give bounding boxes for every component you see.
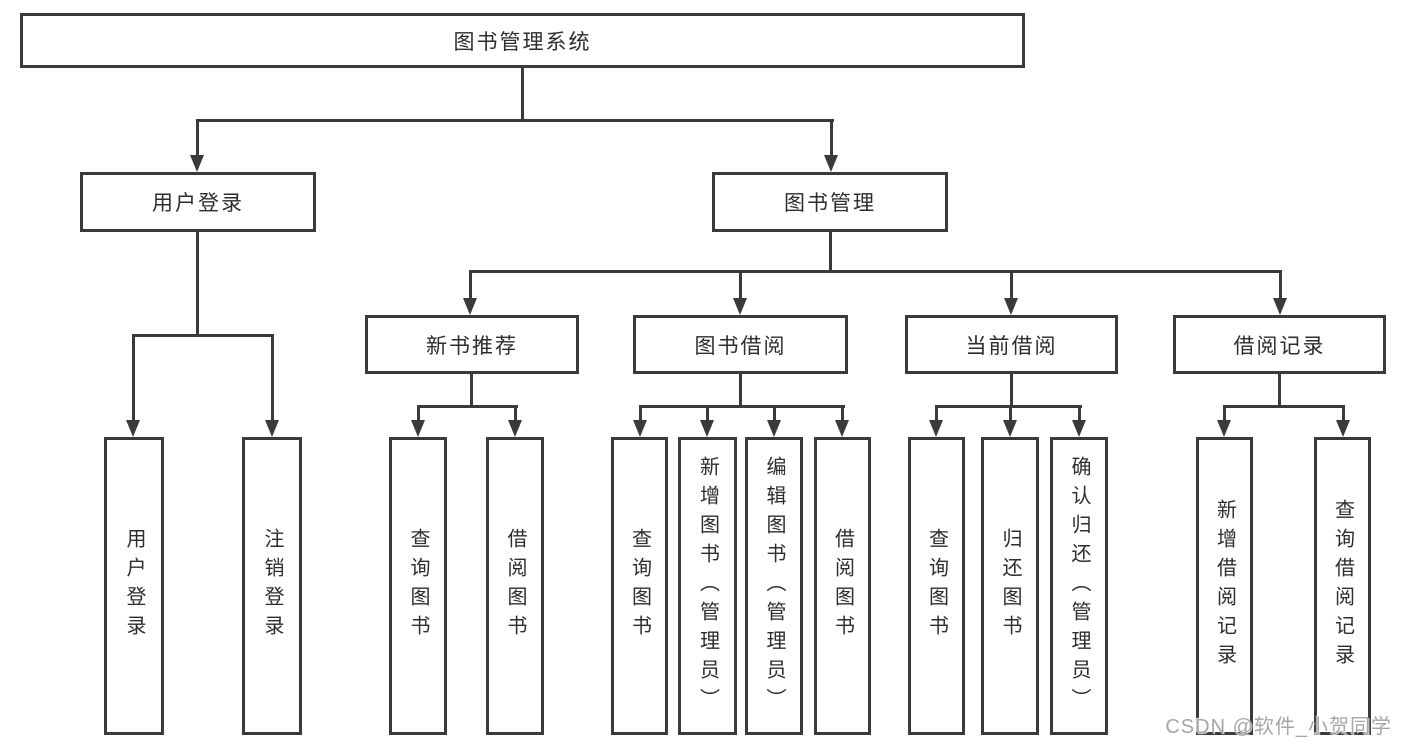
arrow-down-icon [824, 155, 838, 172]
leaf-query-borrow-record: 查询借阅记录 [1314, 437, 1371, 735]
leaf-add-books-admin: 新增图书（管理员） [678, 437, 737, 735]
arrow-down-icon [1336, 420, 1350, 437]
node-book-borrow-label: 图书借阅 [694, 334, 787, 358]
connector-line [1010, 270, 1013, 300]
leaf-query-books-borrow: 查询图书 [611, 437, 668, 735]
connector-line [521, 68, 524, 120]
connector-line [935, 405, 938, 422]
node-book-management-label: 图书管理 [784, 192, 876, 215]
node-user-login-label: 用户登录 [152, 192, 244, 215]
connector-line [773, 405, 776, 422]
connector-line [1342, 405, 1345, 422]
leaf-query-books-current: 查询图书 [908, 437, 965, 735]
connector-line [1223, 405, 1226, 422]
connector-line [841, 405, 844, 422]
connector-line [1279, 270, 1282, 300]
node-book-management: 图书管理 [712, 172, 948, 232]
leaf-borrow-books: 借阅图书 [814, 437, 871, 735]
connector-line [417, 405, 420, 422]
connector-line [1009, 405, 1012, 422]
arrow-down-icon [190, 155, 204, 172]
connector-line [830, 119, 833, 157]
leaf-add-borrow-record: 新增借阅记录 [1196, 437, 1253, 735]
connector-line [1010, 374, 1013, 407]
node-new-book-recommend-label: 新书推荐 [426, 334, 518, 358]
arrow-down-icon [265, 420, 279, 437]
connector-line [132, 334, 135, 422]
connector-line [1223, 405, 1345, 408]
node-root: 图书管理系统 [20, 13, 1025, 68]
arrow-down-icon [411, 420, 425, 437]
connector-line [469, 270, 472, 300]
connector-line [739, 270, 742, 300]
leaf-return-books: 归还图书 [981, 437, 1039, 735]
arrow-down-icon [508, 420, 522, 437]
connector-line [196, 119, 199, 157]
connector-line [196, 232, 199, 336]
arrow-down-icon [1004, 298, 1018, 315]
arrow-down-icon [1273, 298, 1287, 315]
connector-line [514, 405, 517, 422]
arrow-down-icon [1003, 420, 1017, 437]
connector-line [132, 334, 274, 337]
node-current-borrow: 当前借阅 [905, 315, 1118, 374]
node-book-borrow: 图书借阅 [633, 315, 848, 374]
arrow-down-icon [633, 420, 647, 437]
watermark-text: CSDN @软件_小贺同学 [1165, 716, 1392, 738]
node-root-label: 图书管理系统 [453, 30, 592, 54]
node-current-borrow-label: 当前借阅 [965, 334, 1058, 358]
arrow-down-icon [1217, 420, 1231, 437]
connector-line [706, 405, 709, 422]
arrow-down-icon [835, 420, 849, 437]
connector-line [271, 334, 274, 422]
connector-line [1278, 374, 1281, 407]
arrow-down-icon [700, 420, 714, 437]
leaf-logout: 注销登录 [242, 437, 302, 735]
connector-line [829, 232, 832, 273]
connector-line [935, 405, 1082, 408]
connector-line [196, 119, 834, 122]
connector-line [639, 405, 845, 408]
leaf-user-login: 用户登录 [104, 437, 164, 735]
arrow-down-icon [733, 298, 747, 315]
connector-line [1078, 405, 1081, 422]
connector-line [639, 405, 642, 422]
connector-line [470, 374, 473, 407]
arrow-down-icon [767, 420, 781, 437]
node-new-book-recommend: 新书推荐 [365, 315, 579, 374]
node-borrow-records: 借阅记录 [1173, 315, 1386, 374]
leaf-borrow-books-recommend: 借阅图书 [486, 437, 544, 735]
leaf-edit-books-admin: 编辑图书（管理员） [745, 437, 803, 735]
leaf-confirm-return-admin: 确认归还（管理员） [1050, 437, 1108, 735]
connector-line [469, 270, 1282, 273]
arrow-down-icon [1072, 420, 1086, 437]
arrow-down-icon [929, 420, 943, 437]
arrow-down-icon [126, 420, 140, 437]
connector-line [417, 405, 518, 408]
arrow-down-icon [463, 298, 477, 315]
leaf-query-books-recommend: 查询图书 [389, 437, 447, 735]
node-borrow-records-label: 借阅记录 [1233, 334, 1326, 358]
node-user-login: 用户登录 [80, 172, 316, 232]
connector-line [739, 374, 742, 407]
